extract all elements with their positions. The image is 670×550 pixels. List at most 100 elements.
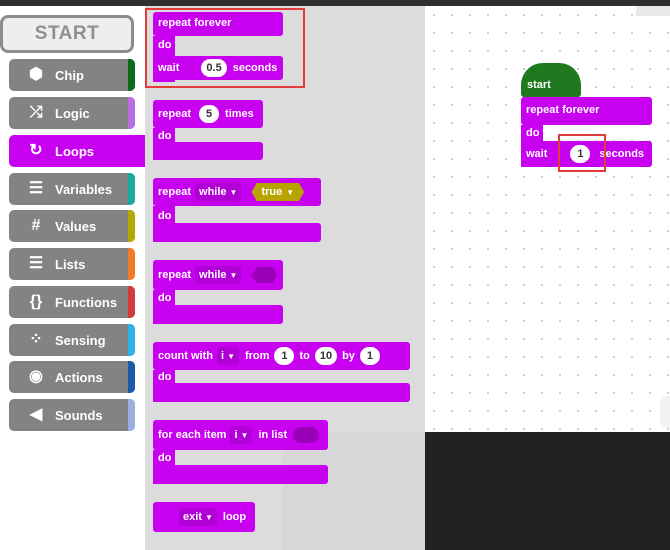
category-label: Sounds <box>55 407 103 423</box>
exit-mode-dropdown[interactable]: exit▼ <box>179 508 217 526</box>
in-list-label: in list <box>258 429 288 441</box>
chevron-down-icon: ▼ <box>229 187 238 197</box>
count-var-dropdown[interactable]: i▼ <box>217 347 239 365</box>
repeat-times-unit: times <box>225 108 254 120</box>
category-color-strip <box>128 97 135 129</box>
category-label: Logic <box>55 105 90 121</box>
count-with-block[interactable]: count with i▼ from 1 to 10 by 1 <box>153 342 410 370</box>
count-var-value: i <box>221 350 225 362</box>
repeat-forever-do: do <box>158 39 172 51</box>
condition-slot[interactable] <box>251 267 278 283</box>
ws-do-label: do <box>526 127 540 139</box>
wait-seconds-input[interactable]: 0.5 <box>201 59 227 77</box>
for-each-var-value: i <box>234 429 238 441</box>
chevron-down-icon: ▼ <box>240 430 249 440</box>
console-panel <box>425 432 670 550</box>
for-each-do: do <box>158 452 172 464</box>
category-color-strip <box>128 399 135 431</box>
count-by-label: by <box>342 350 355 362</box>
repeat-while-true-block[interactable]: repeat while▼ true▼ <box>153 178 321 206</box>
start-hat-block[interactable]: start <box>521 63 581 97</box>
category-color-strip <box>128 210 135 242</box>
repeat-while-block[interactable]: repeat while▼ <box>153 260 283 290</box>
category-loops[interactable]: ↻ Loops <box>9 135 145 167</box>
for-each-footer <box>153 465 328 484</box>
flyout-bottom-area <box>283 432 425 550</box>
repeat-while-do: do <box>158 292 172 304</box>
braces-icon: {} <box>29 293 43 310</box>
ws-wait-block[interactable]: wait 1 seconds <box>521 141 652 167</box>
variable-box-icon: ☰ <box>28 180 44 197</box>
category-chip[interactable]: ⬢Chip <box>9 59 135 91</box>
ws-wait-input[interactable]: 1 <box>570 145 591 163</box>
highlight-box-flyout <box>145 8 305 88</box>
ws-wait-unit: seconds <box>599 148 645 160</box>
repeat-times-label: repeat <box>158 108 192 120</box>
exit-mode-value: exit <box>183 511 202 523</box>
category-label: Sensing <box>55 332 106 348</box>
count-by-input[interactable]: 1 <box>359 347 380 365</box>
while-mode-dropdown-2[interactable]: while▼ <box>195 266 242 284</box>
for-each-label: for each item <box>158 429 227 441</box>
count-with-do: do <box>158 371 172 383</box>
chevron-down-icon: ▼ <box>286 187 295 197</box>
start-button[interactable]: START <box>0 15 134 53</box>
sensor-dots-icon: ⁘ <box>29 331 43 348</box>
category-values[interactable]: #Values <box>9 210 135 242</box>
ws-wait-label: wait <box>526 148 548 160</box>
repeat-forever-label: repeat forever <box>158 17 232 29</box>
count-to-label: to <box>299 350 310 362</box>
repeat-times-block[interactable]: repeat 5 times <box>153 100 263 128</box>
chevron-down-icon: ▼ <box>229 270 238 280</box>
category-sounds[interactable]: ◀ Sounds <box>9 399 135 431</box>
repeat-while-true-do: do <box>158 210 172 222</box>
loop-icon: ↻ <box>29 142 43 159</box>
category-label: Values <box>55 218 97 234</box>
count-with-footer <box>153 383 410 402</box>
category-lists[interactable]: ☰Lists <box>9 248 135 280</box>
count-with-label: count with <box>158 350 213 362</box>
category-label: Lists <box>55 256 86 272</box>
ws-repeat-forever-label: repeat forever <box>526 104 600 116</box>
highlight-box-workspace <box>558 134 606 172</box>
category-label: Functions <box>55 294 118 310</box>
true-value-block[interactable]: true▼ <box>251 183 305 201</box>
count-to-input[interactable]: 10 <box>314 347 338 365</box>
count-from-input[interactable]: 1 <box>274 347 295 365</box>
repeat-forever-notch <box>183 36 205 43</box>
ws-repeat-forever-block[interactable]: repeat forever <box>521 97 652 125</box>
category-color-strip <box>128 286 135 318</box>
for-each-var-dropdown[interactable]: i▼ <box>230 426 253 444</box>
target-icon: ◉ <box>29 368 43 385</box>
true-value-label: true <box>261 186 283 198</box>
exit-loop-block[interactable]: exit▼ loop <box>153 502 255 532</box>
category-functions[interactable]: {} Functions <box>9 286 135 318</box>
repeat-while-label: repeat <box>158 269 192 281</box>
repeat-times-input[interactable]: 5 <box>199 105 220 123</box>
category-label: Loops <box>55 143 94 159</box>
workspace-tab <box>636 6 670 16</box>
chevron-down-icon: ▼ <box>204 512 213 522</box>
category-color-strip <box>128 361 135 393</box>
wait-block[interactable]: wait 0.5 seconds <box>153 56 283 80</box>
category-logic[interactable]: ⤮Logic <box>9 97 135 129</box>
repeat-while-true-label: repeat <box>158 186 192 198</box>
category-label: Actions <box>55 369 103 385</box>
while-mode-dropdown[interactable]: while▼ <box>195 183 242 201</box>
workspace-scroll-handle[interactable] <box>660 396 670 428</box>
for-each-block[interactable]: for each item i▼ in list <box>153 420 328 450</box>
category-color-strip <box>128 59 135 91</box>
repeat-forever-block[interactable]: repeat forever <box>153 12 283 36</box>
category-actions[interactable]: ◉ Actions <box>9 361 135 393</box>
category-color-strip <box>128 173 135 205</box>
list-slot[interactable] <box>293 427 320 443</box>
category-color-strip <box>128 248 135 280</box>
category-label: Variables <box>55 181 113 197</box>
category-variables[interactable]: ☰ Variables <box>9 173 135 205</box>
category-color-strip <box>128 324 135 356</box>
category-sensing[interactable]: ⁘ Sensing <box>9 324 135 356</box>
speaker-icon: ◀ <box>29 406 43 423</box>
wait-label: wait <box>158 62 180 74</box>
wait-unit-label: seconds <box>232 62 278 74</box>
